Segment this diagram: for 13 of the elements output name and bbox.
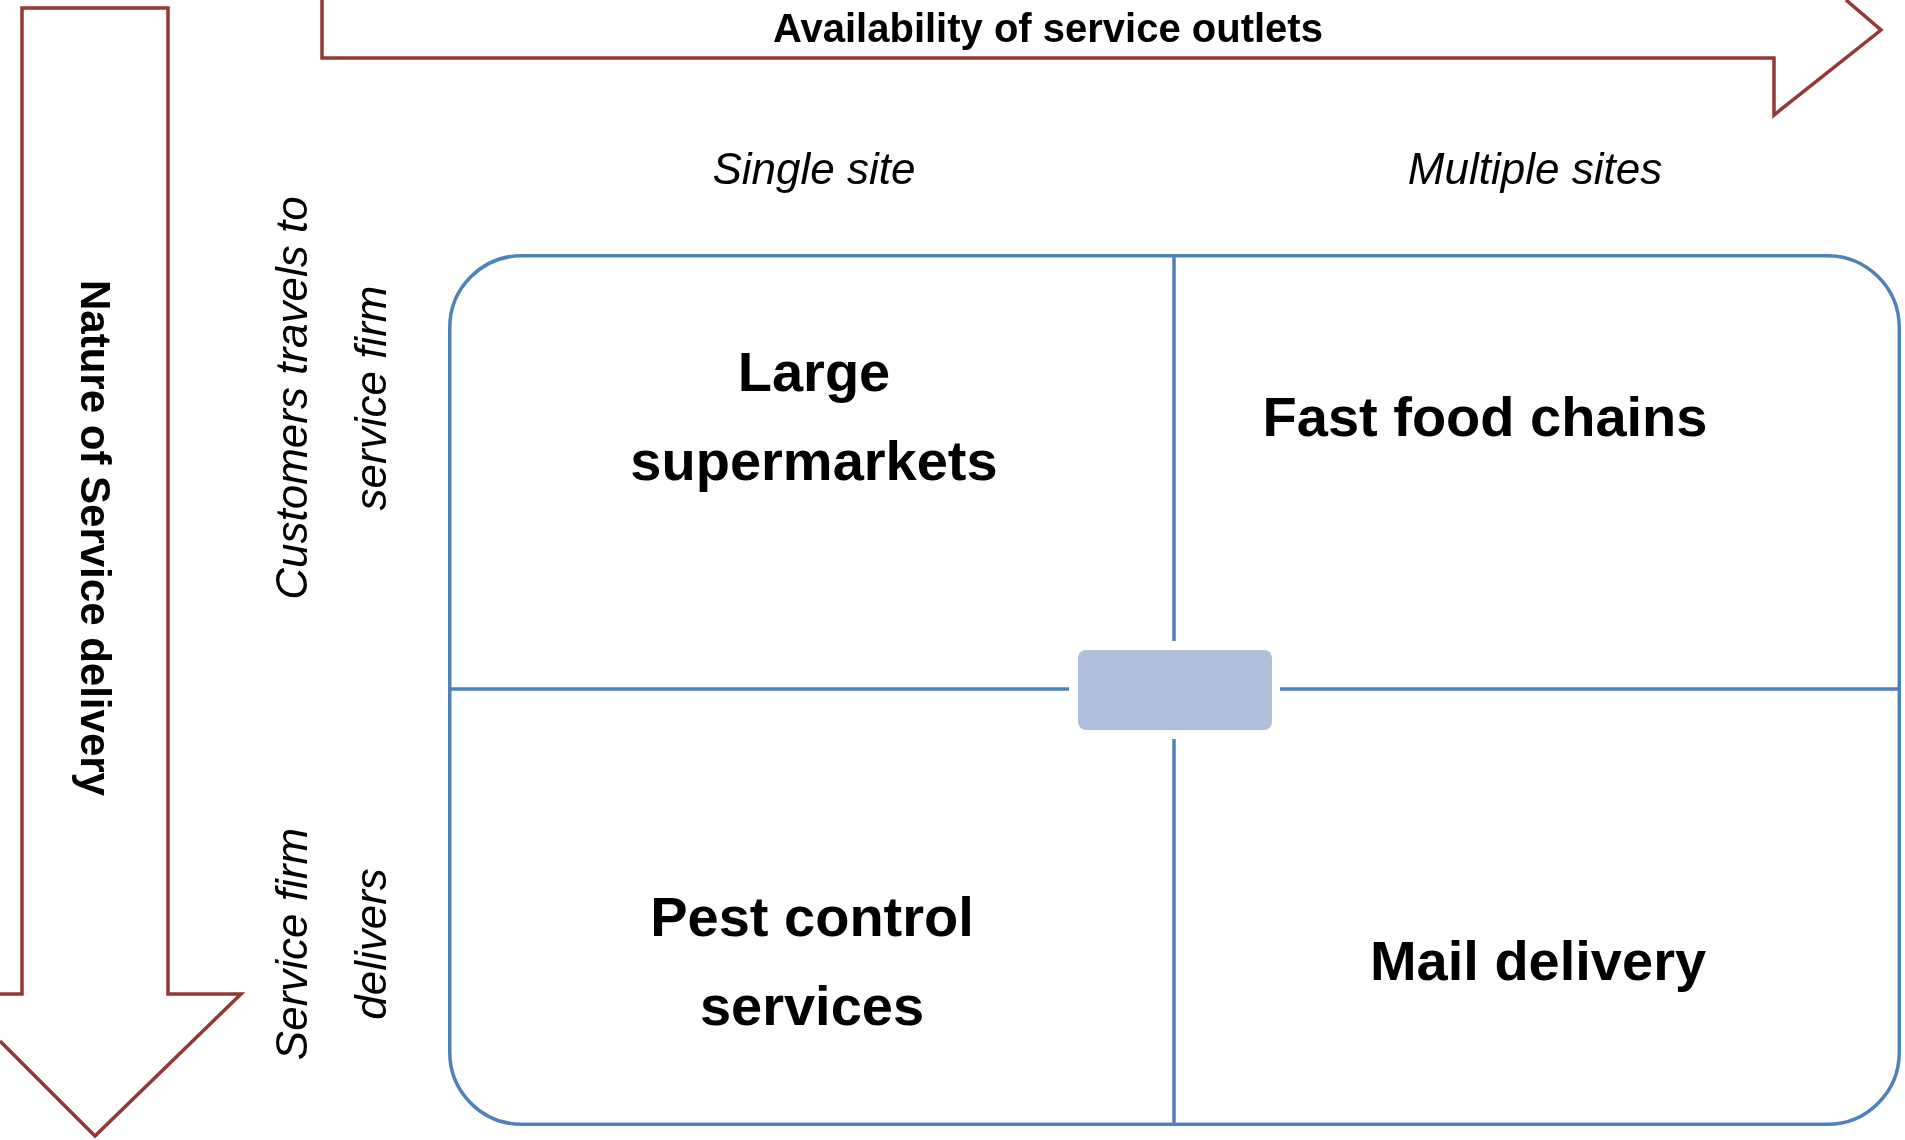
column-header: Single site — [711, 142, 917, 195]
arrow-label: Availability of service outlets — [772, 5, 1324, 52]
quadrant-text: Large supermarkets — [574, 327, 1054, 505]
column-header: Multiple sites — [1406, 142, 1664, 195]
quadrant-text: Pest control services — [572, 872, 1052, 1050]
row-header: Service firm delivers — [266, 826, 396, 1063]
row-header: Customers travels to service firm — [266, 195, 396, 602]
quadrant-text: Mail delivery — [1258, 915, 1818, 1005]
matrix-grid — [448, 254, 1901, 1126]
arrow-label: Nature of Service delivery — [71, 279, 120, 798]
center-block — [1078, 650, 1272, 730]
block-arrow — [322, 0, 1882, 118]
quadrant-text: Fast food chains — [1165, 371, 1805, 461]
